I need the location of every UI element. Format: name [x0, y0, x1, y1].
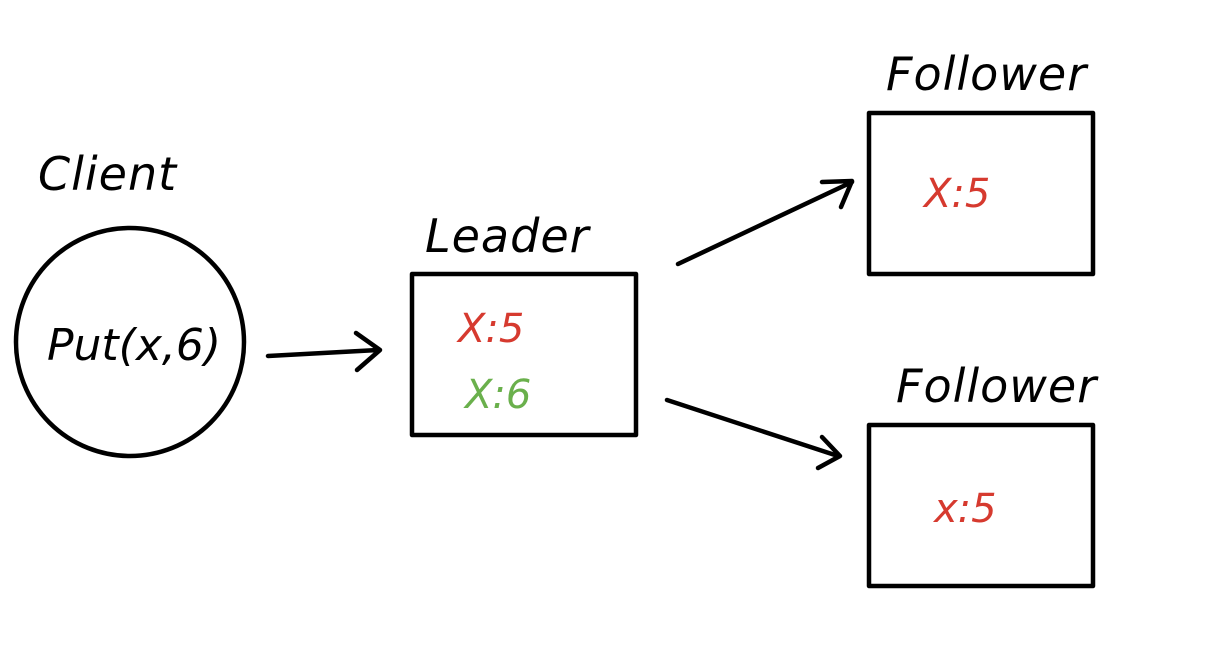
client-circle [13, 225, 247, 459]
arrow-client-to-leader [265, 330, 383, 373]
follower-node-2: Follower x:5 [866, 359, 1099, 589]
arrow-head [353, 330, 383, 373]
client-label: Client [38, 147, 178, 201]
follower-label: Follower [886, 47, 1089, 101]
follower-box [866, 110, 1096, 277]
arrow-shaft [265, 347, 381, 359]
arrow-head [819, 178, 855, 210]
leader-label: Leader [425, 209, 592, 263]
follower-value: x:5 [932, 486, 997, 532]
arrow-shaft [675, 179, 855, 267]
leader-box [409, 271, 639, 438]
follower-node-1: Follower X:5 [866, 47, 1096, 277]
follower-value: X:5 [922, 171, 990, 217]
arrow-shaft [664, 397, 841, 459]
client-node: Client Put(x,6) [13, 147, 247, 459]
leader-node: Leader X:5 X:6 [409, 209, 639, 438]
leader-value-old: X:5 [456, 306, 524, 352]
client-request: Put(x,6) [47, 320, 221, 371]
arrow-head [815, 434, 843, 471]
leader-value-new: X:6 [463, 372, 531, 418]
follower-label: Follower [896, 359, 1099, 413]
arrow-leader-to-follower-2 [664, 397, 843, 471]
follower-box [866, 422, 1096, 589]
arrow-leader-to-follower-1 [675, 178, 855, 267]
